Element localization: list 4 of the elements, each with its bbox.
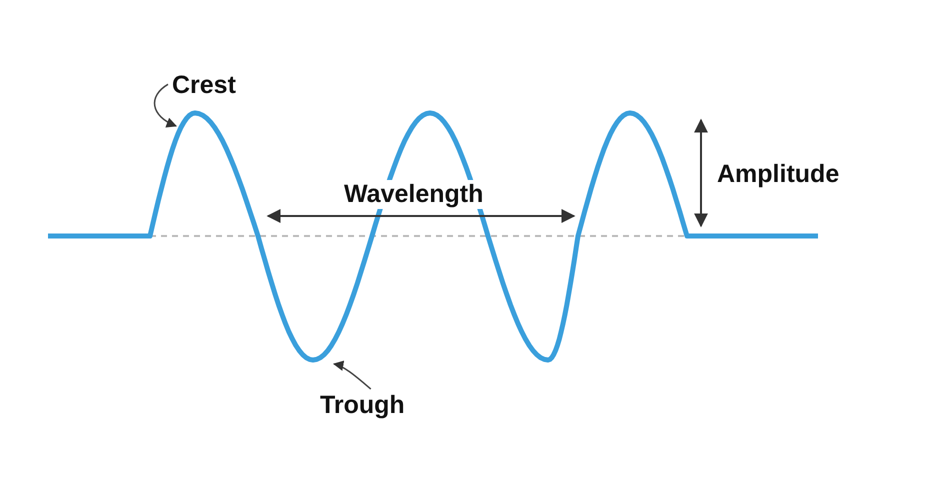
leader-line	[154, 84, 177, 127]
leader-line	[332, 361, 372, 390]
part-label: Crest	[172, 73, 236, 98]
part-label: Trough	[320, 393, 405, 418]
